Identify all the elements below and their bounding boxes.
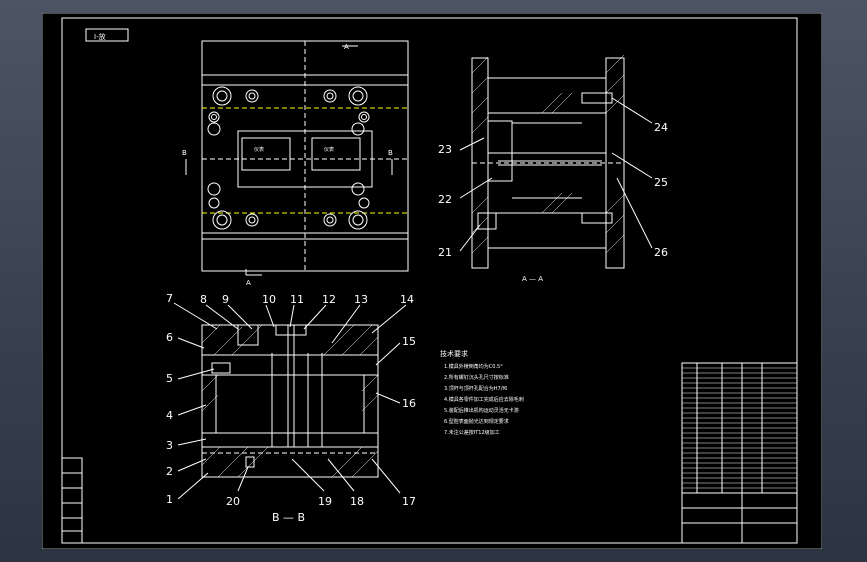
balloon-5: 5	[166, 368, 215, 385]
svg-text:24: 24	[654, 121, 668, 134]
svg-text:10: 10	[262, 293, 276, 306]
section-b-b-label: B — B	[272, 511, 305, 524]
svg-text:26: 26	[654, 246, 668, 259]
svg-text:21: 21	[438, 246, 452, 259]
svg-text:11: 11	[290, 293, 304, 306]
svg-text:3.顶杆与顶杆孔配合为H7/f6: 3.顶杆与顶杆孔配合为H7/f6	[444, 385, 507, 392]
section-a-a-label: A — A	[522, 275, 543, 283]
balloon-20: 20	[226, 466, 249, 508]
svg-text:2.所有螺钉沉头孔尺寸按标准: 2.所有螺钉沉头孔尺寸按标准	[444, 374, 509, 381]
svg-text:5.装配后推出机构运动灵活无卡滞: 5.装配后推出机构运动灵活无卡滞	[444, 407, 519, 414]
svg-text:1.模具外棱倒角均为C0.5°: 1.模具外棱倒角均为C0.5°	[444, 363, 503, 370]
balloon-22: 22	[438, 177, 493, 206]
section-a-marker-top: A	[342, 43, 358, 51]
section-a-marker-bottom: A	[245, 269, 262, 287]
top-view: 仪表 仪表 B B A	[182, 40, 409, 287]
balloon-3: 3	[166, 438, 207, 452]
svg-text:2: 2	[166, 465, 173, 478]
svg-text:7.未注公差按IT12级加工: 7.未注公差按IT12级加工	[444, 429, 500, 436]
balloon-15: 15	[375, 335, 416, 366]
technical-requirements: 技术要求 1.模具外棱倒角均为C0.5° 2.所有螺钉沉头孔尺寸按标准 3.顶杆…	[440, 349, 524, 436]
balloon-16: 16	[375, 392, 416, 410]
left-revision-table	[61, 457, 83, 544]
svg-text:B: B	[388, 149, 393, 157]
svg-text:13: 13	[354, 293, 368, 306]
section-a-a-view: A — A 23 22 21 24 25 26	[438, 54, 668, 283]
balloon-11: 11	[289, 293, 304, 328]
svg-text:A: A	[246, 279, 251, 287]
svg-text:14: 14	[400, 293, 414, 306]
balloon-9: 9	[222, 293, 253, 330]
svg-text:12: 12	[322, 293, 336, 306]
svg-text:19: 19	[318, 495, 332, 508]
balloon-4: 4	[166, 404, 207, 422]
tech-requirements-title: 技术要求	[440, 349, 468, 358]
balloon-2: 2	[166, 458, 207, 478]
balloon-10: 10	[262, 293, 276, 328]
svg-text:3: 3	[166, 439, 173, 452]
balloon-12: 12	[303, 293, 336, 330]
svg-text:18: 18	[350, 495, 364, 508]
parts-list-table	[681, 362, 798, 544]
drawing-sheet: I-放 仪表 仪表 B	[42, 13, 822, 549]
top-view-title: I-放	[85, 28, 129, 42]
svg-text:17: 17	[402, 495, 416, 508]
svg-text:1: 1	[166, 493, 173, 506]
balloon-26: 26	[616, 177, 668, 259]
balloon-14: 14	[371, 293, 414, 334]
svg-text:8: 8	[200, 293, 207, 306]
svg-text:仪表: 仪表	[254, 146, 264, 153]
svg-text:5: 5	[166, 372, 173, 385]
svg-text:4: 4	[166, 409, 173, 422]
balloon-13: 13	[331, 293, 368, 344]
balloon-7: 7	[166, 292, 218, 330]
drawing-border	[61, 17, 798, 544]
svg-text:仪表: 仪表	[324, 146, 334, 153]
balloon-18: 18	[327, 458, 364, 508]
balloon-19: 19	[291, 458, 332, 508]
svg-text:15: 15	[402, 335, 416, 348]
section-b-marker-right: B	[388, 149, 393, 175]
balloon-24: 24	[611, 97, 668, 134]
svg-text:B: B	[182, 149, 187, 157]
svg-text:6: 6	[166, 331, 173, 344]
svg-text:20: 20	[226, 495, 240, 508]
balloon-1: 1	[166, 472, 209, 506]
svg-text:25: 25	[654, 176, 668, 189]
balloon-23: 23	[438, 137, 485, 156]
balloon-6: 6	[166, 331, 205, 349]
balloon-17: 17	[371, 458, 416, 508]
balloon-8: 8	[200, 293, 239, 330]
drawing-canvas: I-放 仪表 仪表 B	[42, 13, 822, 549]
svg-text:9: 9	[222, 293, 229, 306]
svg-text:16: 16	[402, 397, 416, 410]
section-b-marker-left: B	[182, 149, 187, 175]
svg-text:I-放: I-放	[94, 32, 106, 41]
svg-text:23: 23	[438, 143, 452, 156]
section-b-b-view: B — B 7 8 9 10 11 12 13	[166, 292, 416, 524]
svg-text:A: A	[344, 43, 349, 51]
svg-text:4.模具各零件加工完成后应去除毛刺: 4.模具各零件加工完成后应去除毛刺	[444, 396, 524, 403]
balloon-21: 21	[438, 224, 481, 259]
svg-text:A — A: A — A	[522, 275, 543, 283]
svg-text:B — B: B — B	[272, 511, 305, 524]
svg-text:7: 7	[166, 292, 173, 305]
svg-text:6.型腔表面抛光达到规定要求: 6.型腔表面抛光达到规定要求	[444, 418, 509, 425]
svg-text:22: 22	[438, 193, 452, 206]
balloon-25: 25	[611, 152, 668, 189]
